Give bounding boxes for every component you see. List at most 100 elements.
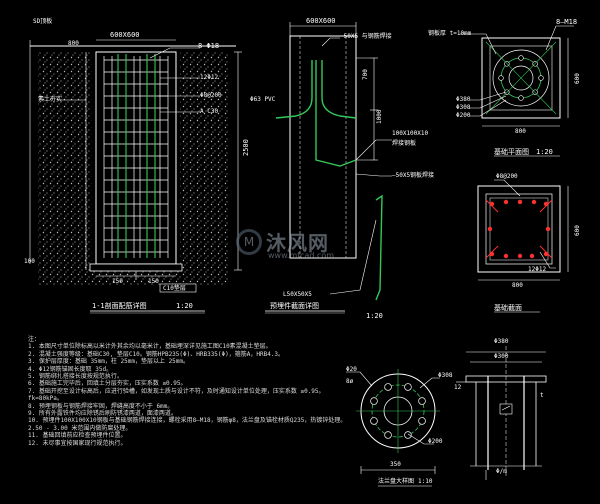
plan-bolt <box>518 95 524 101</box>
flange-plate <box>346 369 440 487</box>
sleeve-elevation <box>265 22 392 314</box>
section-bar <box>543 251 549 257</box>
note-line: 2. 混凝土强度等级：基础C30, 垫层C10。钢筋HPB235(Φ)、HRB3… <box>28 350 285 358</box>
plan-dim-1: Φ380 <box>456 96 471 103</box>
sleeve-scale: 1:20 <box>366 312 383 320</box>
rebar-vertical-green <box>117 54 156 258</box>
flange-tag-3: 8ø <box>346 378 354 385</box>
sleeve-foot-tag: L50X50X5 <box>283 291 312 298</box>
pile-left-dim: 100 <box>24 258 35 265</box>
cap-plan <box>460 25 574 157</box>
sleeve-dim-top: 600X600 <box>306 17 336 25</box>
note-line: 10. 预埋件100X100X10钢板与基础钢筋焊接连接，螺栓采用8—M18，钢… <box>28 417 347 425</box>
pile-base-tag: C10垫层 <box>163 285 186 292</box>
top-left-tag: SD顶板 <box>33 18 53 25</box>
sleeve-angle-tag: 100X100X10 <box>392 130 429 137</box>
section-bar <box>489 251 495 257</box>
soil-hatch-left <box>38 52 92 270</box>
soil-hatch-right <box>180 52 228 270</box>
note-line: 1. 本图尺寸单位除标高以米计外其余均以毫米计，基础埋深详见施工图C10素混凝土… <box>28 343 272 351</box>
section-outline <box>477 185 561 273</box>
flange-bolt <box>384 383 392 391</box>
construction-notes: 注： 1. 本图尺寸单位除标高以米计外其余均以毫米计，基础埋深详见施工图C10素… <box>28 336 347 447</box>
plan-dim-2: Φ308 <box>456 104 471 111</box>
plan-scale: 1:20 <box>536 148 553 156</box>
note-line: 5. 钢筋绑扎搭接长度按规范执行。 <box>28 373 123 381</box>
plan-bolt <box>498 75 504 81</box>
flange-bolt <box>404 383 412 391</box>
flange-bolt <box>404 431 412 439</box>
section-bar <box>545 226 551 232</box>
section-bar <box>487 226 493 232</box>
detail-top-2: Φ300 <box>494 353 509 360</box>
rebar-cage <box>103 56 169 258</box>
flange-bolt <box>384 431 392 439</box>
note-line: 2.50 - 3.00 米范围内做防腐处理。 <box>28 424 132 432</box>
detail-top-1: Φ380 <box>494 338 509 345</box>
plan-plate-tag: 钢板厚 t=10mm <box>428 30 472 37</box>
detail-left: 12 <box>454 384 462 391</box>
section-bar <box>503 253 509 259</box>
pile-scale: 1:20 <box>176 302 193 310</box>
section-top-tag: Φ8@200 <box>496 173 518 180</box>
pile-length: 2500 <box>242 139 250 156</box>
pile-bottom-dim-1: 150 <box>112 278 123 285</box>
plan-bolt <box>518 55 524 61</box>
pile-dim-top: 600X600 <box>110 31 140 39</box>
note-line: 3. 保护层厚度：基础 35mm，柱 25mm，垫层以上 25mm。 <box>28 358 190 366</box>
section-bar <box>489 201 495 207</box>
notes-title: 注： <box>28 336 41 343</box>
flange-caption: 法兰盘大样图 <box>378 478 415 485</box>
flange-scale: 1:10 <box>418 478 433 485</box>
section-bar <box>517 253 523 259</box>
pile-rebar-top: 8—Φ18 <box>198 42 220 50</box>
pile-base-pad <box>89 263 183 272</box>
section-bar <box>503 199 509 205</box>
plan-right: 600 <box>574 73 581 84</box>
flange-bottom: 350 <box>390 461 401 468</box>
section-bar <box>529 253 535 259</box>
note-line: 8. 预埋钢板与钢筋焊接牢固，焊缝高度不小于 6mm。 <box>28 402 174 410</box>
section-right: 600 <box>574 225 581 236</box>
pile-tag-3: A C30 <box>200 108 219 115</box>
pile-tag-1: 12Φ12 <box>200 74 219 81</box>
note-line: 7. 基础开挖至设计标高后，应进行验槽，如发现土质与设计不符，及时通知设计单位处… <box>28 387 325 395</box>
flange-tag-2: Φ308 <box>438 372 453 379</box>
note-line: 9. 所有外露铁件均应除锈后刷防锈漆两道，面漆两道。 <box>28 410 177 418</box>
sleeve-angle-sub: 焊接钢板 <box>392 140 417 147</box>
plan-core <box>508 65 534 91</box>
sleeve-flat-tag: —50X5钢板焊接 <box>392 172 435 179</box>
watermark-brand: 沐风网 <box>266 231 329 255</box>
anchor-detail <box>456 346 547 480</box>
pile-bottom-dim-2: 150 <box>148 278 159 285</box>
plan-bolts: 8—M18 <box>556 18 578 26</box>
pile-tag-2: Φ8@200 <box>200 92 222 99</box>
flange-tag-1: Φ20 <box>346 366 357 373</box>
flange-bolt <box>370 397 378 405</box>
sleeve-top-tag: —50X5 与钢筋焊接 <box>340 33 392 40</box>
note-line: 6. 基础施工完毕后，回填土分层夯实，压实系数 ≥0.95。 <box>28 380 187 388</box>
flange-bolt <box>418 417 426 425</box>
plan-bolt <box>538 75 544 81</box>
pvc-conduit <box>275 60 383 301</box>
plan-caption: 基础平面图 <box>494 148 529 156</box>
plan-inner <box>489 45 553 111</box>
section-bar <box>517 199 523 205</box>
flange-bolts <box>370 383 426 439</box>
flange-bolt <box>370 417 378 425</box>
cap-section <box>477 179 569 313</box>
pile-elevation <box>29 39 242 314</box>
note-line: fk=80kPa。 <box>28 395 63 403</box>
sleeve-caption: 预埋件截面详图 <box>270 302 319 310</box>
section-bottom: 800 <box>512 282 523 289</box>
section-bar <box>531 199 537 205</box>
plan-flange-outer <box>492 49 550 107</box>
watermark-logo-icon: M <box>236 228 262 255</box>
section-stirrup <box>489 197 549 261</box>
pile-tag-4: 素土夯实 <box>38 96 63 103</box>
plan-bottom: 800 <box>515 128 526 135</box>
pile-elev: 800 <box>68 40 79 47</box>
section-caption: 基础截面 <box>494 304 522 312</box>
section-bars-tag: 12Φ12 <box>528 266 547 273</box>
